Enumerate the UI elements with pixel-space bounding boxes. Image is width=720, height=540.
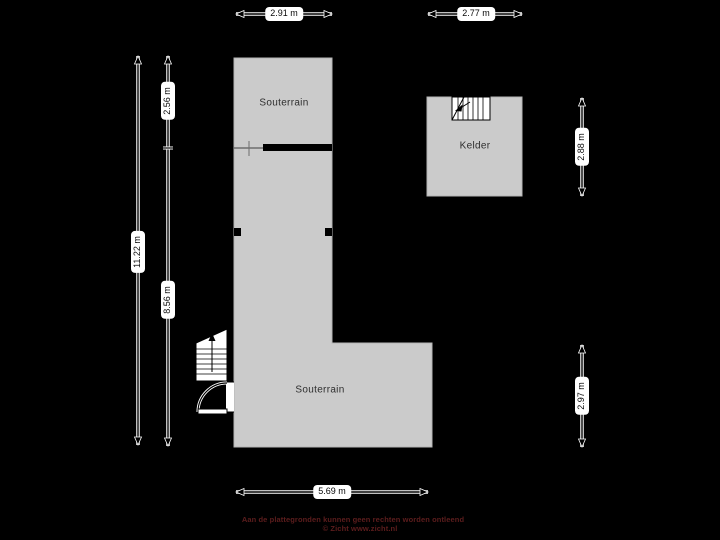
dimension-label-left-outer: 11.22 m bbox=[131, 231, 145, 273]
dimension-label-left-lower: 8.56 m bbox=[161, 281, 175, 319]
footer-disclaimer: Aan de plattegronden kunnen geen rechten… bbox=[241, 515, 465, 524]
souterrain-floor bbox=[233, 57, 433, 448]
room-label-souterrain-lower: Souterrain bbox=[295, 384, 345, 396]
dimension-label-right-kelder: 2.88 m bbox=[575, 128, 589, 166]
divider-wall bbox=[263, 144, 332, 151]
dimension-label-bottom: 5.69 m bbox=[313, 485, 351, 499]
door-arc-icon bbox=[196, 381, 234, 415]
wall-stub-right bbox=[325, 228, 332, 236]
dimension-label-right-lower: 2.97 m bbox=[575, 377, 589, 415]
stairs-icon bbox=[195, 328, 228, 382]
room-label-kelder: Kelder bbox=[459, 140, 491, 152]
kelder-stairs-icon bbox=[451, 96, 491, 121]
kelder-floor bbox=[426, 96, 523, 197]
dimension-line-left-inner bbox=[163, 55, 173, 447]
footer-credit: © Zicht www.zicht.nl bbox=[322, 524, 398, 533]
room-label-souterrain-upper: Souterrain bbox=[259, 97, 309, 109]
dimension-label-left-upper: 2.56 m bbox=[161, 82, 175, 120]
wall-stub-left bbox=[234, 228, 241, 236]
dimension-label-top-left: 2.91 m bbox=[265, 7, 303, 21]
dimension-label-top-right: 2.77 m bbox=[457, 7, 495, 21]
